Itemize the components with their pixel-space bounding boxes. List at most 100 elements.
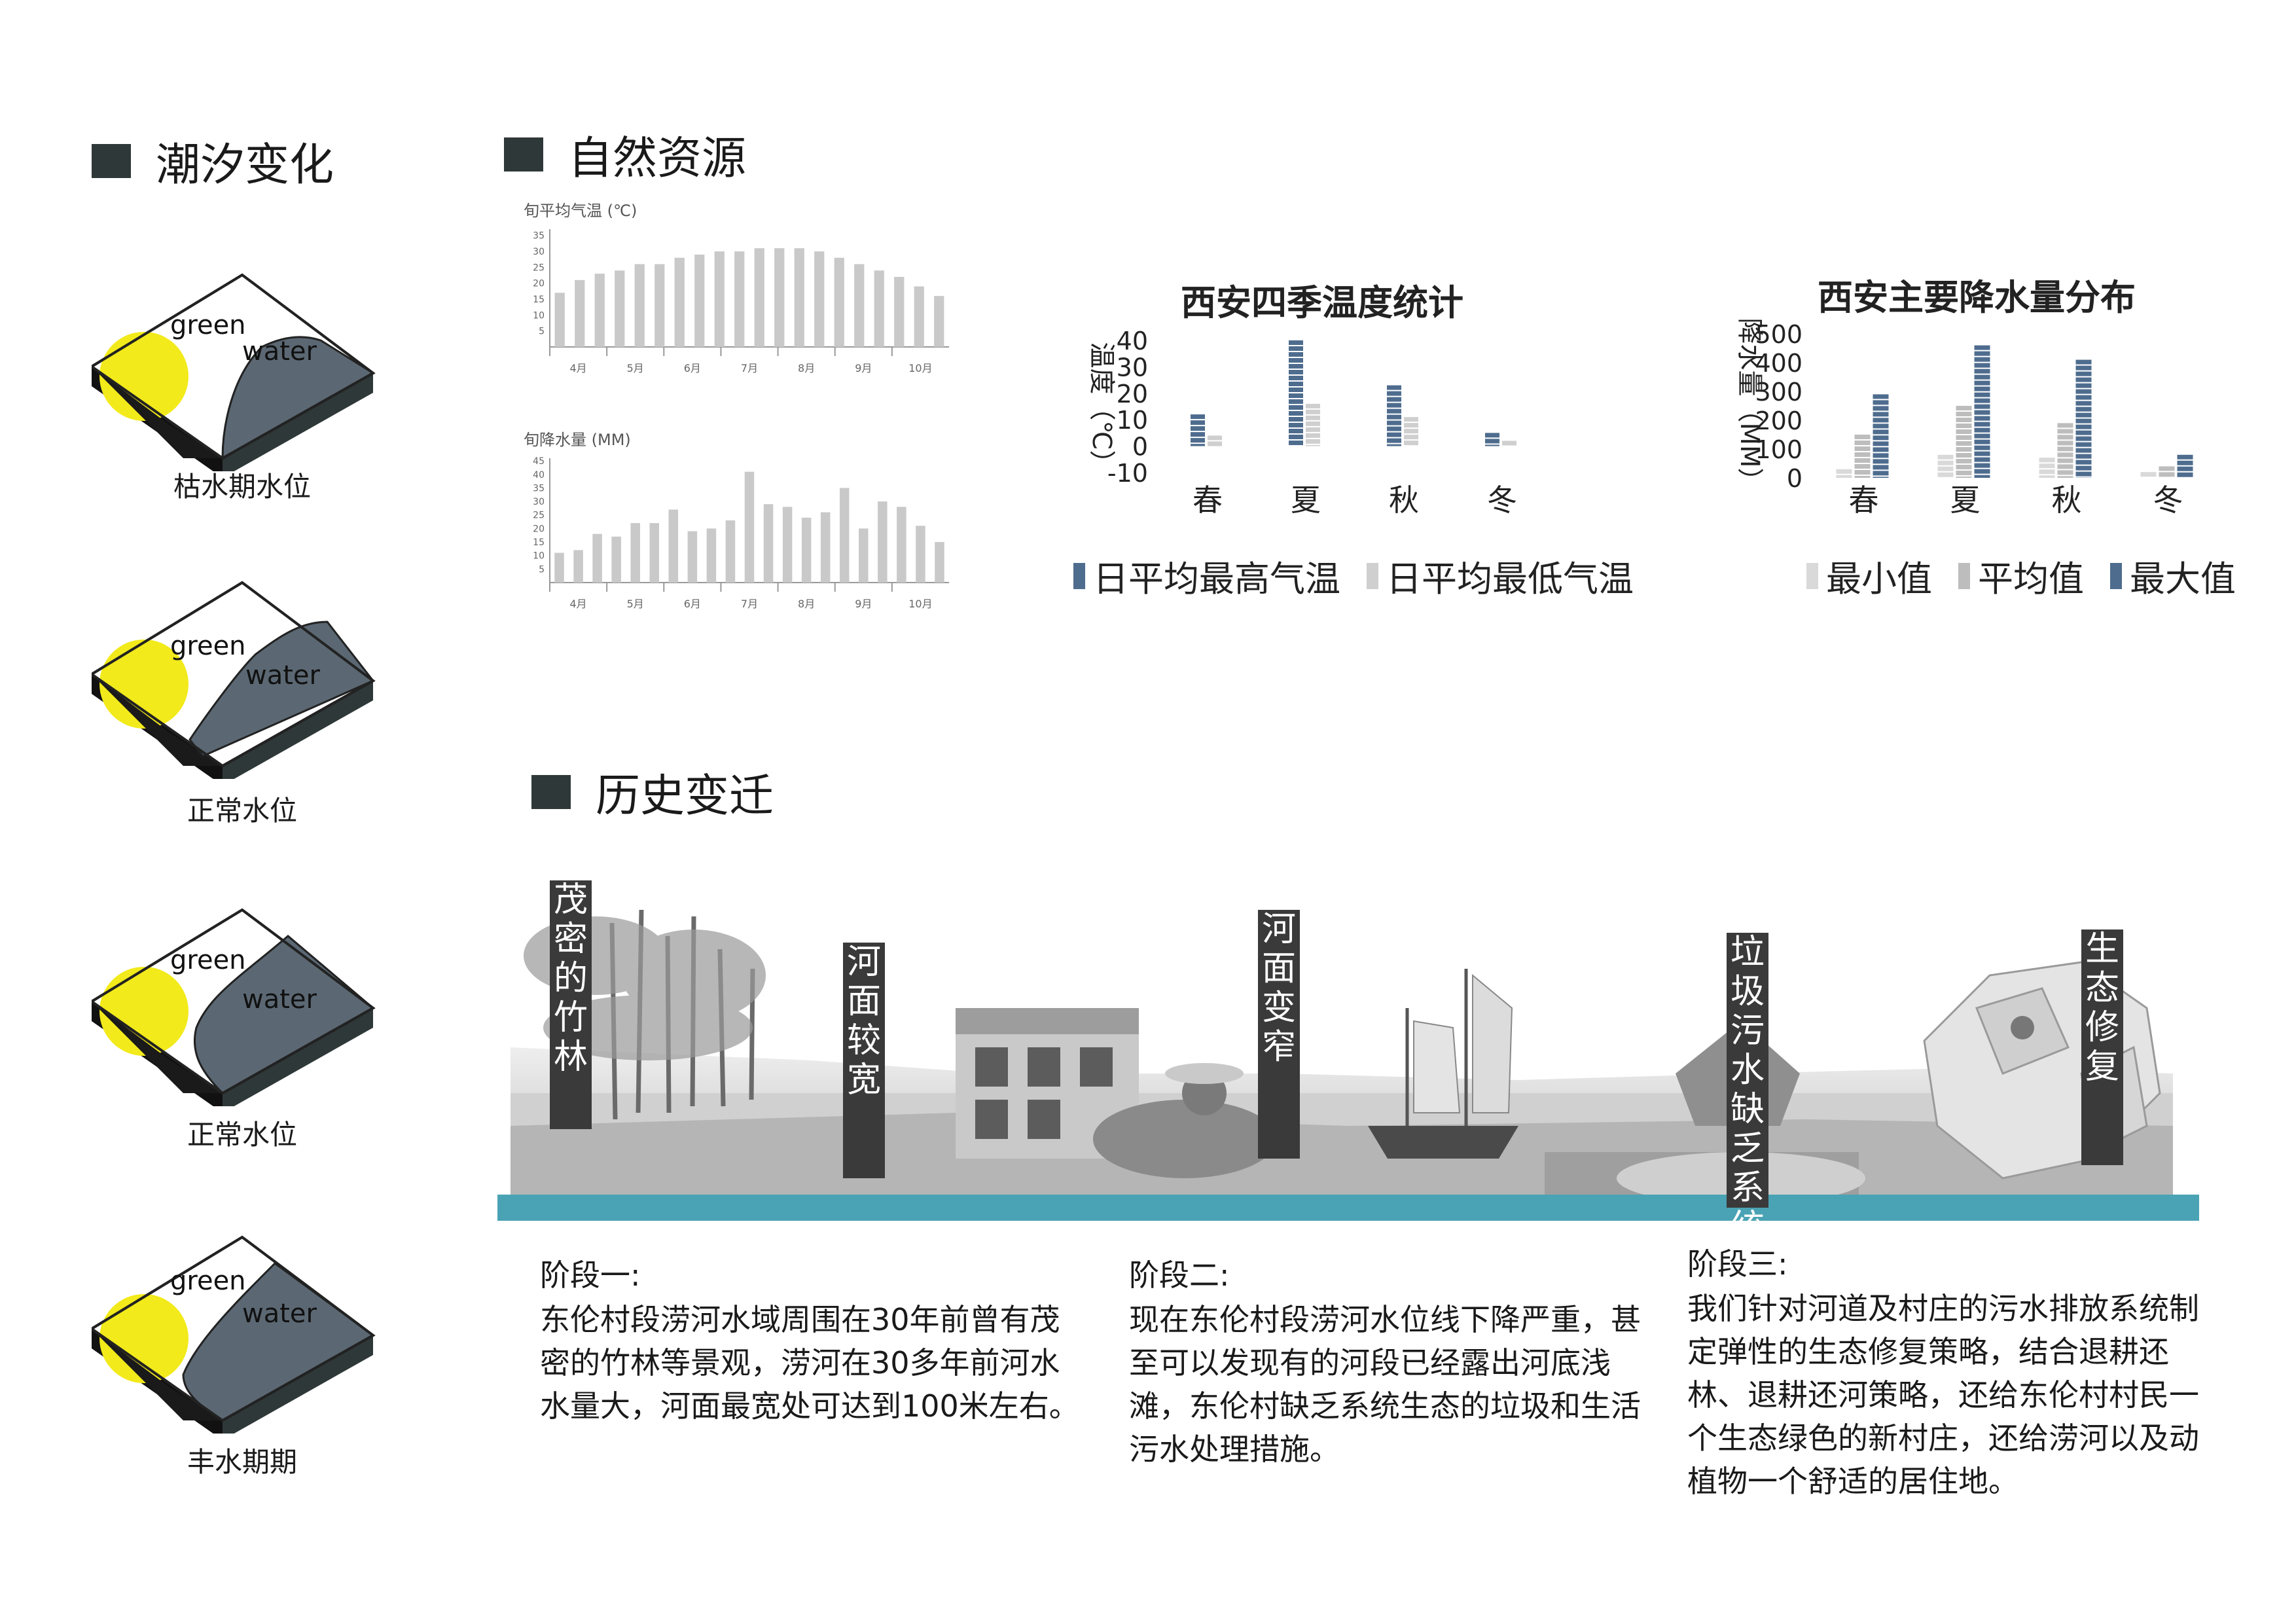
bar [774,248,785,347]
bar [1306,403,1320,446]
water-label: water [245,660,321,691]
tide-caption: 枯水期水位 [173,471,311,503]
bar [706,528,717,583]
header-square-icon [92,143,131,178]
bar [694,254,705,347]
bar [674,257,685,347]
legend-item-max: 最大值 [2110,550,2236,602]
month-label: 4月 [569,362,586,374]
bar [935,542,944,583]
stage-three-body: 我们针对河道及村庄的污水排放系统制定弹性的生态修复策略，结合退耕还林、退耕还河策… [1687,1291,2199,1499]
section-title-history: 历史变迁 [596,770,774,822]
y-tick-label: 15 [533,537,545,548]
bar [668,509,679,583]
legend-swatch-mid [1958,562,1970,589]
legend-item-max-temp: 日平均最高气温 [1073,550,1340,602]
y-tick-label: 400 [1755,349,1803,378]
category-label: 冬 [1487,482,1517,518]
header-nature: 自然资源 [504,122,746,187]
section-title-nature: 自然资源 [568,133,747,185]
month-label: 5月 [627,598,644,610]
legend-swatch-blue [1073,562,1085,589]
green-label: green [170,1266,246,1296]
bar [2075,359,2092,478]
bar [1836,469,1852,478]
bar [839,488,850,583]
bar [914,286,924,347]
bar [834,257,844,347]
y-tick-label: 25 [533,511,545,521]
y-tick-label: 20 [1117,380,1148,408]
tide-caption: 正常水位 [187,795,297,827]
y-tick-label: 200 [1755,406,1803,435]
bar [734,251,745,347]
month-label: 10月 [908,362,932,374]
bar [894,276,905,347]
history-collage [497,877,2199,1244]
section-title-tide: 潮汐变化 [156,139,334,191]
stage-one-body: 东伦村段涝河水域周围在30年前曾有茂密的竹林等景观，涝河在30多年前河水水量大，… [540,1302,1079,1424]
bar [1854,435,1871,478]
month-label: 9月 [855,362,872,374]
header-tide: 潮汐变化 [92,128,334,193]
y-tick-label: 30 [533,247,545,257]
legend-label: 日平均最低气温 [1386,558,1634,600]
tide-tile: green water [92,897,393,1106]
bar [854,264,865,347]
bar [615,270,625,347]
y-axis-label: 降水量（MM） [1734,317,1765,494]
bar [1873,394,1889,478]
category-label: 夏 [1950,482,1981,518]
chart-title: 旬降水量 (MM) [524,431,631,449]
season-temp-svg: 温度（℃）403020100-10春夏秋冬 [1086,327,1517,518]
season-temp-title: 西安四季温度统计 [1181,282,1463,323]
water-label: water [242,984,317,1015]
legend-swatch-grey [1367,562,1378,589]
y-tick-label: 40 [533,470,545,480]
bar [878,501,888,583]
green-label: green [170,631,246,661]
category-label: 秋 [1389,482,1419,518]
y-tick-label: 300 [1755,378,1803,406]
y-tick-label: 20 [533,524,545,534]
bar [814,251,825,347]
bar [897,507,906,583]
y-tick-label: 15 [533,295,545,305]
y-tick-label: 100 [1755,435,1803,464]
legend-swatch-blue [2110,562,2122,589]
bar [782,507,793,583]
bar [794,248,804,347]
chart-title: 旬平均气温 (℃) [524,202,637,220]
category-label: 春 [1193,482,1223,518]
bar [714,251,725,347]
bar [573,550,583,583]
season-rain-legend: 最小值 平均值 最大值 [1806,550,2262,602]
legend-swatch-light [1806,562,1818,589]
category-label: 秋 [2052,482,2082,518]
stage-three: 阶段三: 我们针对河道及村庄的污水排放系统制定弹性的生态修复策略，结合退耕还林、… [1687,1242,2204,1503]
y-tick-label: 0 [1787,464,1803,493]
y-tick-label: 25 [533,262,545,273]
bar [1502,441,1516,446]
bar [655,264,665,347]
bar [801,517,812,583]
green-label: green [170,310,246,340]
bar [754,248,764,347]
stage-three-heading: 阶段三: [1687,1246,1788,1282]
stage-two: 阶段二: 现在东伦村段涝河水位线下降严重，甚至可以发现有的河段已经露出河底浅滩，… [1129,1254,1653,1471]
bar [687,531,698,583]
timeline-label-wide-river: 河面较宽 [843,943,885,1178]
bar [2057,423,2073,478]
stage-two-body: 现在东伦村段涝河水位线下降严重，甚至可以发现有的河段已经露出河底浅滩，东伦村缺乏… [1129,1302,1641,1467]
green-label: green [170,945,246,975]
month-label: 10月 [908,598,932,610]
bar [874,270,884,347]
